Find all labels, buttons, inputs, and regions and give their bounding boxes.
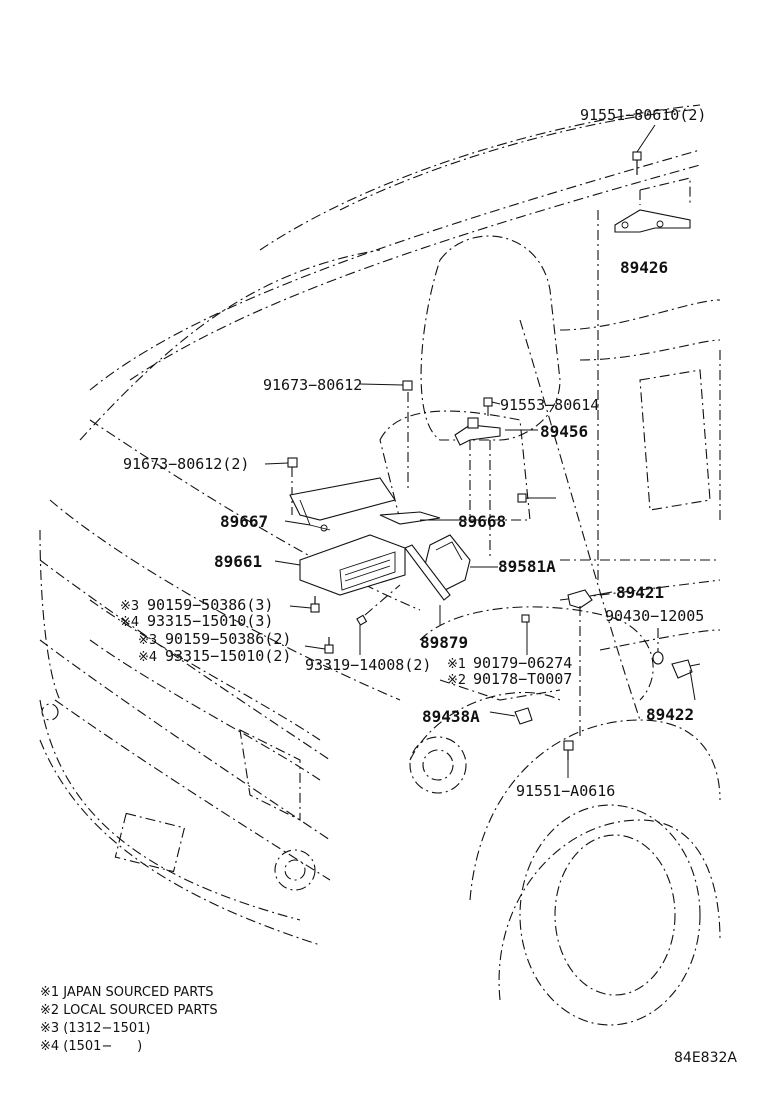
marker-4b: ※4: [138, 650, 157, 665]
label-90159-50386-2: 90159−50386(2): [165, 630, 291, 648]
part-labels: 91551−80610(2) 89426 91673−80612 91553−8…: [120, 106, 706, 800]
label-89426: 89426: [620, 258, 668, 277]
label-90159-50386-3: 90159−50386(3): [147, 596, 273, 614]
bracket-89667: [289, 477, 396, 521]
leader-lines: [264, 124, 696, 778]
parts: [287, 151, 701, 760]
label-93315-15010-2: 93315−15010(2): [165, 647, 291, 665]
marker-3a: ※3: [120, 599, 139, 614]
label-91673-80612-2: 91673−80612(2): [123, 455, 249, 473]
marker-3b: ※3: [138, 633, 157, 648]
label-91551-80610: 91551−80610(2): [580, 106, 706, 124]
bolt-91673-80612-2: [287, 457, 298, 468]
label-89421: 89421: [616, 583, 664, 602]
bolt-91551-A0616: [563, 740, 574, 751]
label-93315-15010-3: 93315−15010(3): [147, 612, 273, 630]
nut-90179: [521, 614, 530, 623]
bolt-91551-80610: [632, 151, 642, 161]
label-91673-80612: 91673−80612: [263, 376, 362, 394]
gasket-90430-12005: [652, 651, 664, 665]
label-89422: 89422: [646, 705, 694, 724]
label-89456: 89456: [540, 422, 588, 441]
marker-2: ※2: [447, 673, 466, 688]
label-89581A: 89581A: [498, 557, 556, 576]
note-2: ※2 LOCAL SOURCED PARTS: [40, 1003, 218, 1018]
bolt-90159-50386-3: [310, 603, 320, 613]
label-89667: 89667: [220, 512, 268, 531]
marker-1: ※1: [447, 657, 466, 672]
label-89879: 89879: [420, 633, 468, 652]
bolt-90159-50386-2: [324, 644, 334, 654]
ecu-89661: [299, 534, 406, 596]
label-90178-T0007: 90178−T0007: [473, 670, 572, 688]
label-89668: 89668: [458, 512, 506, 531]
label-90430-12005: 90430−12005: [605, 607, 704, 625]
label-91551-A0616: 91551−A0616: [516, 782, 615, 800]
bolt-91673-80612: [402, 380, 413, 391]
notes: ※1 JAPAN SOURCED PARTS ※2 LOCAL SOURCED …: [40, 985, 218, 1054]
label-93319-14008: 93319−14008(2): [305, 656, 431, 674]
label-89661: 89661: [214, 552, 262, 571]
note-4: ※4 (1501− ): [40, 1039, 142, 1054]
vehicle-outline: [39, 104, 721, 1026]
sensor-89422: [671, 659, 693, 679]
note-1: ※1 JAPAN SOURCED PARTS: [40, 985, 214, 1000]
label-89438A: 89438A: [422, 707, 480, 726]
bracket-89879: [404, 544, 451, 601]
label-90179-06274: 90179−06274: [473, 654, 572, 672]
bolt-91553-80614: [483, 397, 493, 407]
note-3: ※3 (1312−1501): [40, 1021, 151, 1036]
sensor-89438A: [514, 707, 533, 725]
bracket-89426: [614, 209, 691, 233]
bracket-89668: [379, 511, 441, 525]
diagram-code: 84E832A: [674, 1050, 737, 1066]
label-91553-80614: 91553−80614: [500, 396, 599, 414]
marker-4a: ※4: [120, 615, 139, 630]
sensor-89421: [567, 589, 593, 609]
